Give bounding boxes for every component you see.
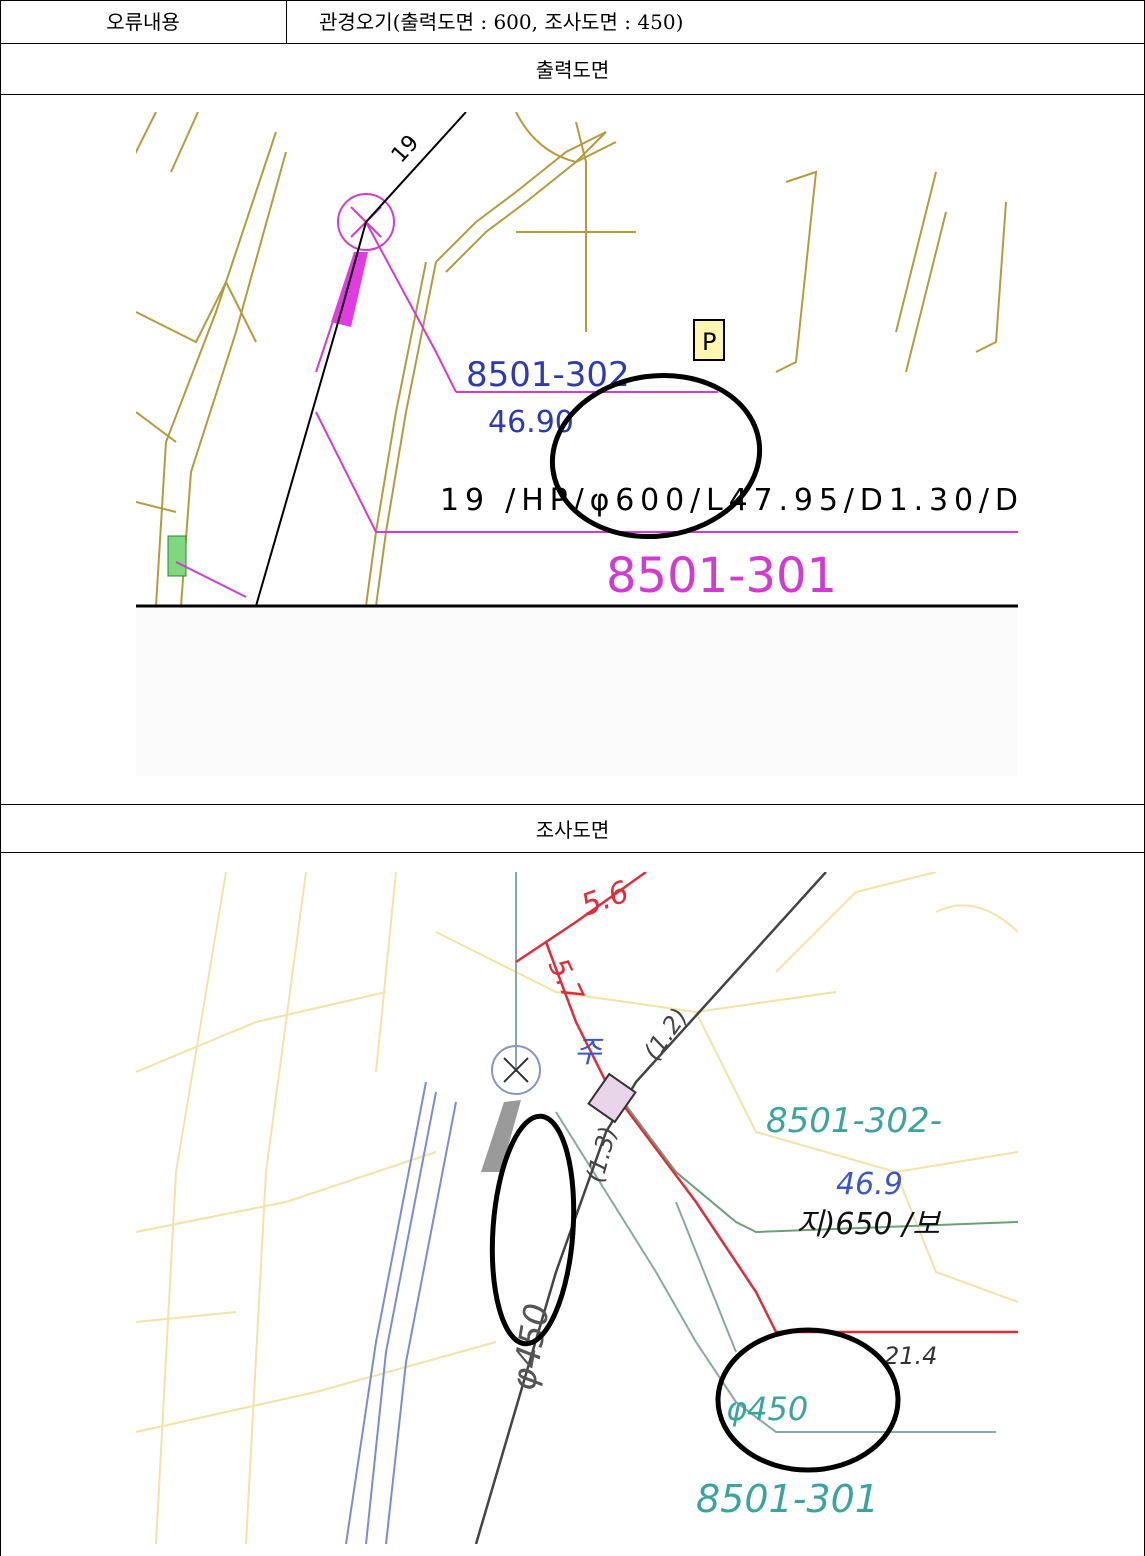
survey-drawing-figure: 5.6 5.7 주 (1.2) (1.3) 8501-302- 46.9 지)6… <box>136 872 1018 1544</box>
error-label: 오류내용 <box>106 10 180 34</box>
survey-marker: 주 <box>574 1035 604 1070</box>
section-title-output-drawing: 출력도면 <box>535 58 610 82</box>
section-title-survey-drawing: 조사도면 <box>535 818 610 842</box>
table-rule <box>0 43 1145 44</box>
table-divider <box>286 0 287 43</box>
pipe-spec-text: 19 /HP/φ600/L47.95/D1.30/D <box>440 483 1018 518</box>
manhole-label-lower: 8501-301 <box>606 548 837 604</box>
table-rule <box>0 852 1145 853</box>
survey-pipe-diameter: φ450 <box>726 1390 808 1428</box>
error-highlight-ellipse <box>549 372 763 540</box>
error-description: 관경오기(출력도면 : 600, 조사도면 : 450) <box>319 10 684 34</box>
survey-elevation: 46.9 <box>836 1167 903 1202</box>
table-border-top <box>0 0 1145 1</box>
p-box-label: P <box>702 328 716 356</box>
table-border-left <box>0 0 1 1556</box>
survey-depth-note: 21.4 <box>884 1342 937 1370</box>
error-highlight-ellipse <box>715 1327 901 1473</box>
survey-manhole-label-upper: 8501-302- <box>766 1101 942 1141</box>
table-rule <box>0 94 1145 95</box>
table-rule <box>0 804 1145 805</box>
output-drawing-figure: P 19 8501-302 46.90 19 /HP/φ600/L47.95/D… <box>136 112 1018 776</box>
survey-note: 지)650 /보 <box>796 1207 941 1242</box>
survey-manhole-label-lower: 8501-301 <box>696 1477 879 1521</box>
error-highlight-ellipse <box>489 1113 577 1347</box>
